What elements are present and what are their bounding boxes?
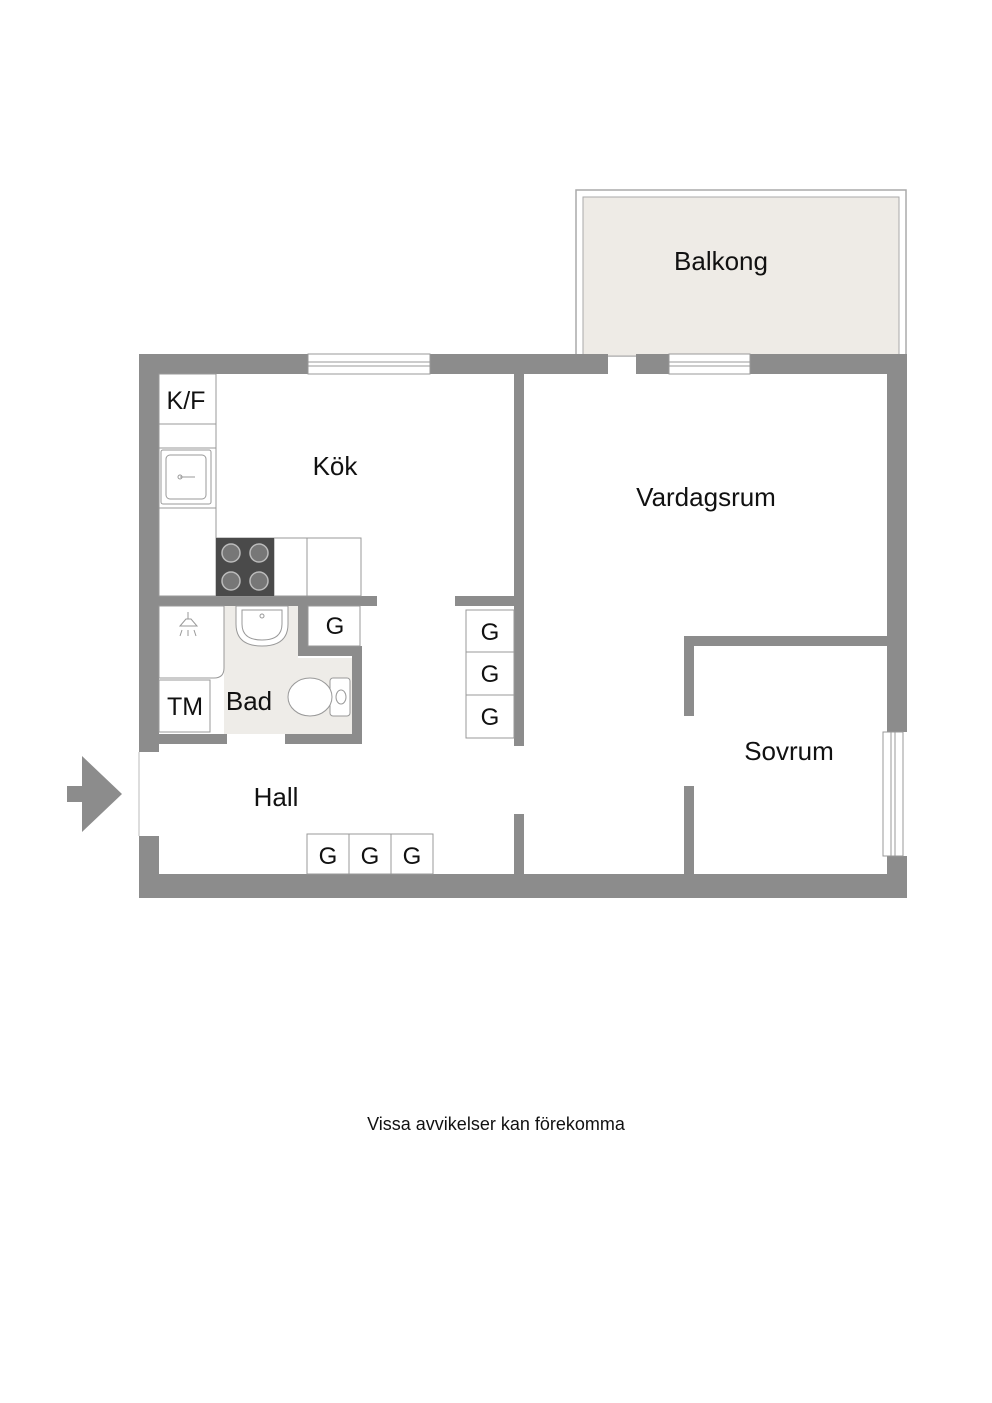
wardrobe-label: G bbox=[481, 619, 500, 646]
shower-icon bbox=[158, 605, 225, 679]
wardrobe-label: G bbox=[319, 843, 338, 870]
washbasin-icon bbox=[235, 605, 289, 647]
wardrobe-hall: G G G bbox=[306, 833, 434, 875]
walls bbox=[139, 354, 907, 898]
room-label-bath: Bad bbox=[226, 686, 272, 716]
toilet-icon bbox=[287, 677, 351, 717]
room-label-bedroom: Sovrum bbox=[744, 736, 834, 766]
washing-machine: TM bbox=[158, 679, 211, 733]
room-label-hall: Hall bbox=[254, 782, 299, 812]
wardrobe-label: G bbox=[481, 661, 500, 688]
stove-icon bbox=[216, 538, 274, 596]
wardrobe-label: G bbox=[481, 704, 500, 731]
entrance-arrow-icon bbox=[67, 752, 140, 836]
kitchen-window bbox=[307, 353, 431, 375]
wardrobe-label: G bbox=[361, 843, 380, 870]
wardrobe-label: G bbox=[403, 843, 422, 870]
sink-icon bbox=[160, 449, 212, 505]
disclaimer-note: Vissa avvikelser kan förekomma bbox=[367, 1114, 625, 1134]
wardrobe-stack: G G G bbox=[465, 609, 515, 739]
living-window bbox=[668, 353, 751, 375]
wardrobe-kitchen: G bbox=[307, 605, 361, 647]
balcony bbox=[575, 189, 907, 357]
washer-label: TM bbox=[167, 693, 203, 721]
room-label-balcony: Balkong bbox=[674, 246, 768, 276]
room-label-living: Vardagsrum bbox=[636, 482, 776, 512]
fridge-freezer-label: K/F bbox=[167, 387, 206, 415]
bedroom-window bbox=[882, 731, 904, 857]
room-label-kitchen: Kök bbox=[313, 451, 359, 481]
wardrobe-label: G bbox=[326, 613, 345, 640]
